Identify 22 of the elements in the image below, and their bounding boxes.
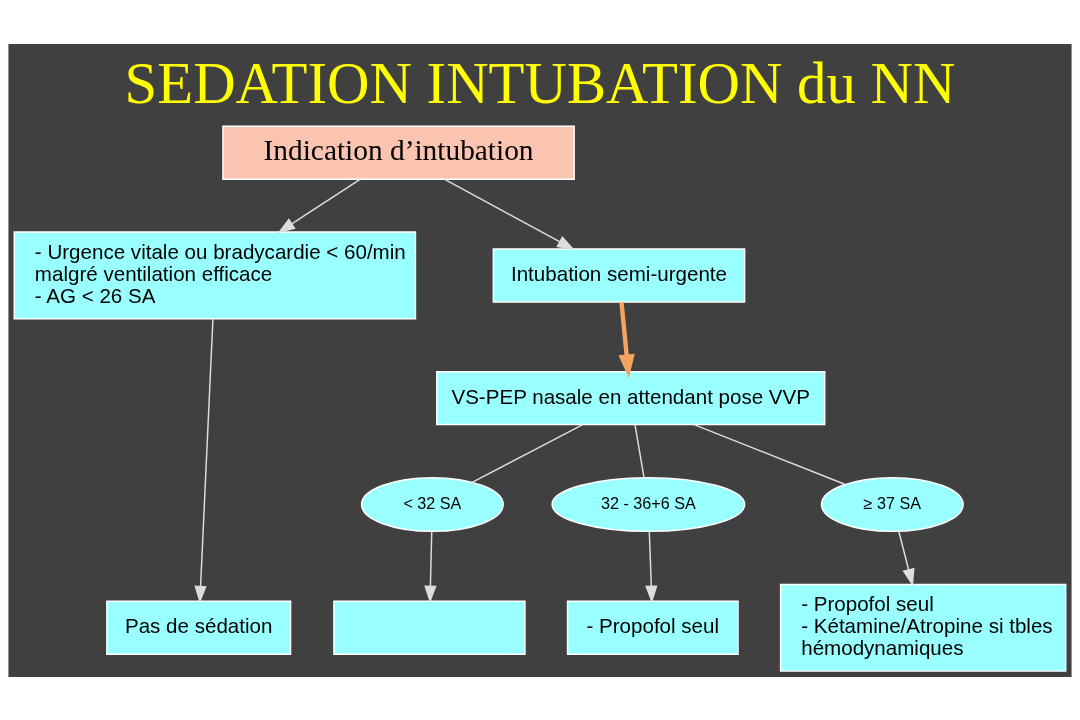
- node-box: Pas de sédation: [106, 600, 292, 655]
- arrow: [194, 317, 214, 603]
- node-ellipse: < 32 SA: [360, 476, 504, 532]
- node-box: Indication d’intubation: [222, 125, 575, 180]
- node-box: VS-PEP nasale en attendant pose VVP: [436, 370, 826, 425]
- arrow: [645, 530, 658, 603]
- arrow: [618, 301, 635, 378]
- node-ellipse: ≥ 37 SA: [820, 476, 964, 532]
- arrow: [424, 530, 437, 603]
- node-box: - Propofol seul - Kétamine/Atropine si tbles hémodynamiques: [779, 583, 1067, 672]
- arrow: [898, 530, 915, 586]
- connector: [693, 423, 846, 485]
- node-ellipse: 32 - 36+6 SA: [551, 476, 746, 532]
- node-box: Intubation semi-urgente: [492, 247, 746, 303]
- arrow: [277, 178, 361, 233]
- node-box: [333, 600, 526, 655]
- connector: [634, 423, 645, 478]
- diagram-title: SEDATION INTUBATION du NN: [124, 50, 956, 116]
- arrow: [444, 178, 575, 250]
- node-box: - Urgence vitale ou bradycardie < 60/min malgré ventilation efficace - AG < 26 SA: [13, 230, 417, 320]
- node-box: - Propofol seul: [566, 600, 739, 655]
- connector: [471, 423, 584, 483]
